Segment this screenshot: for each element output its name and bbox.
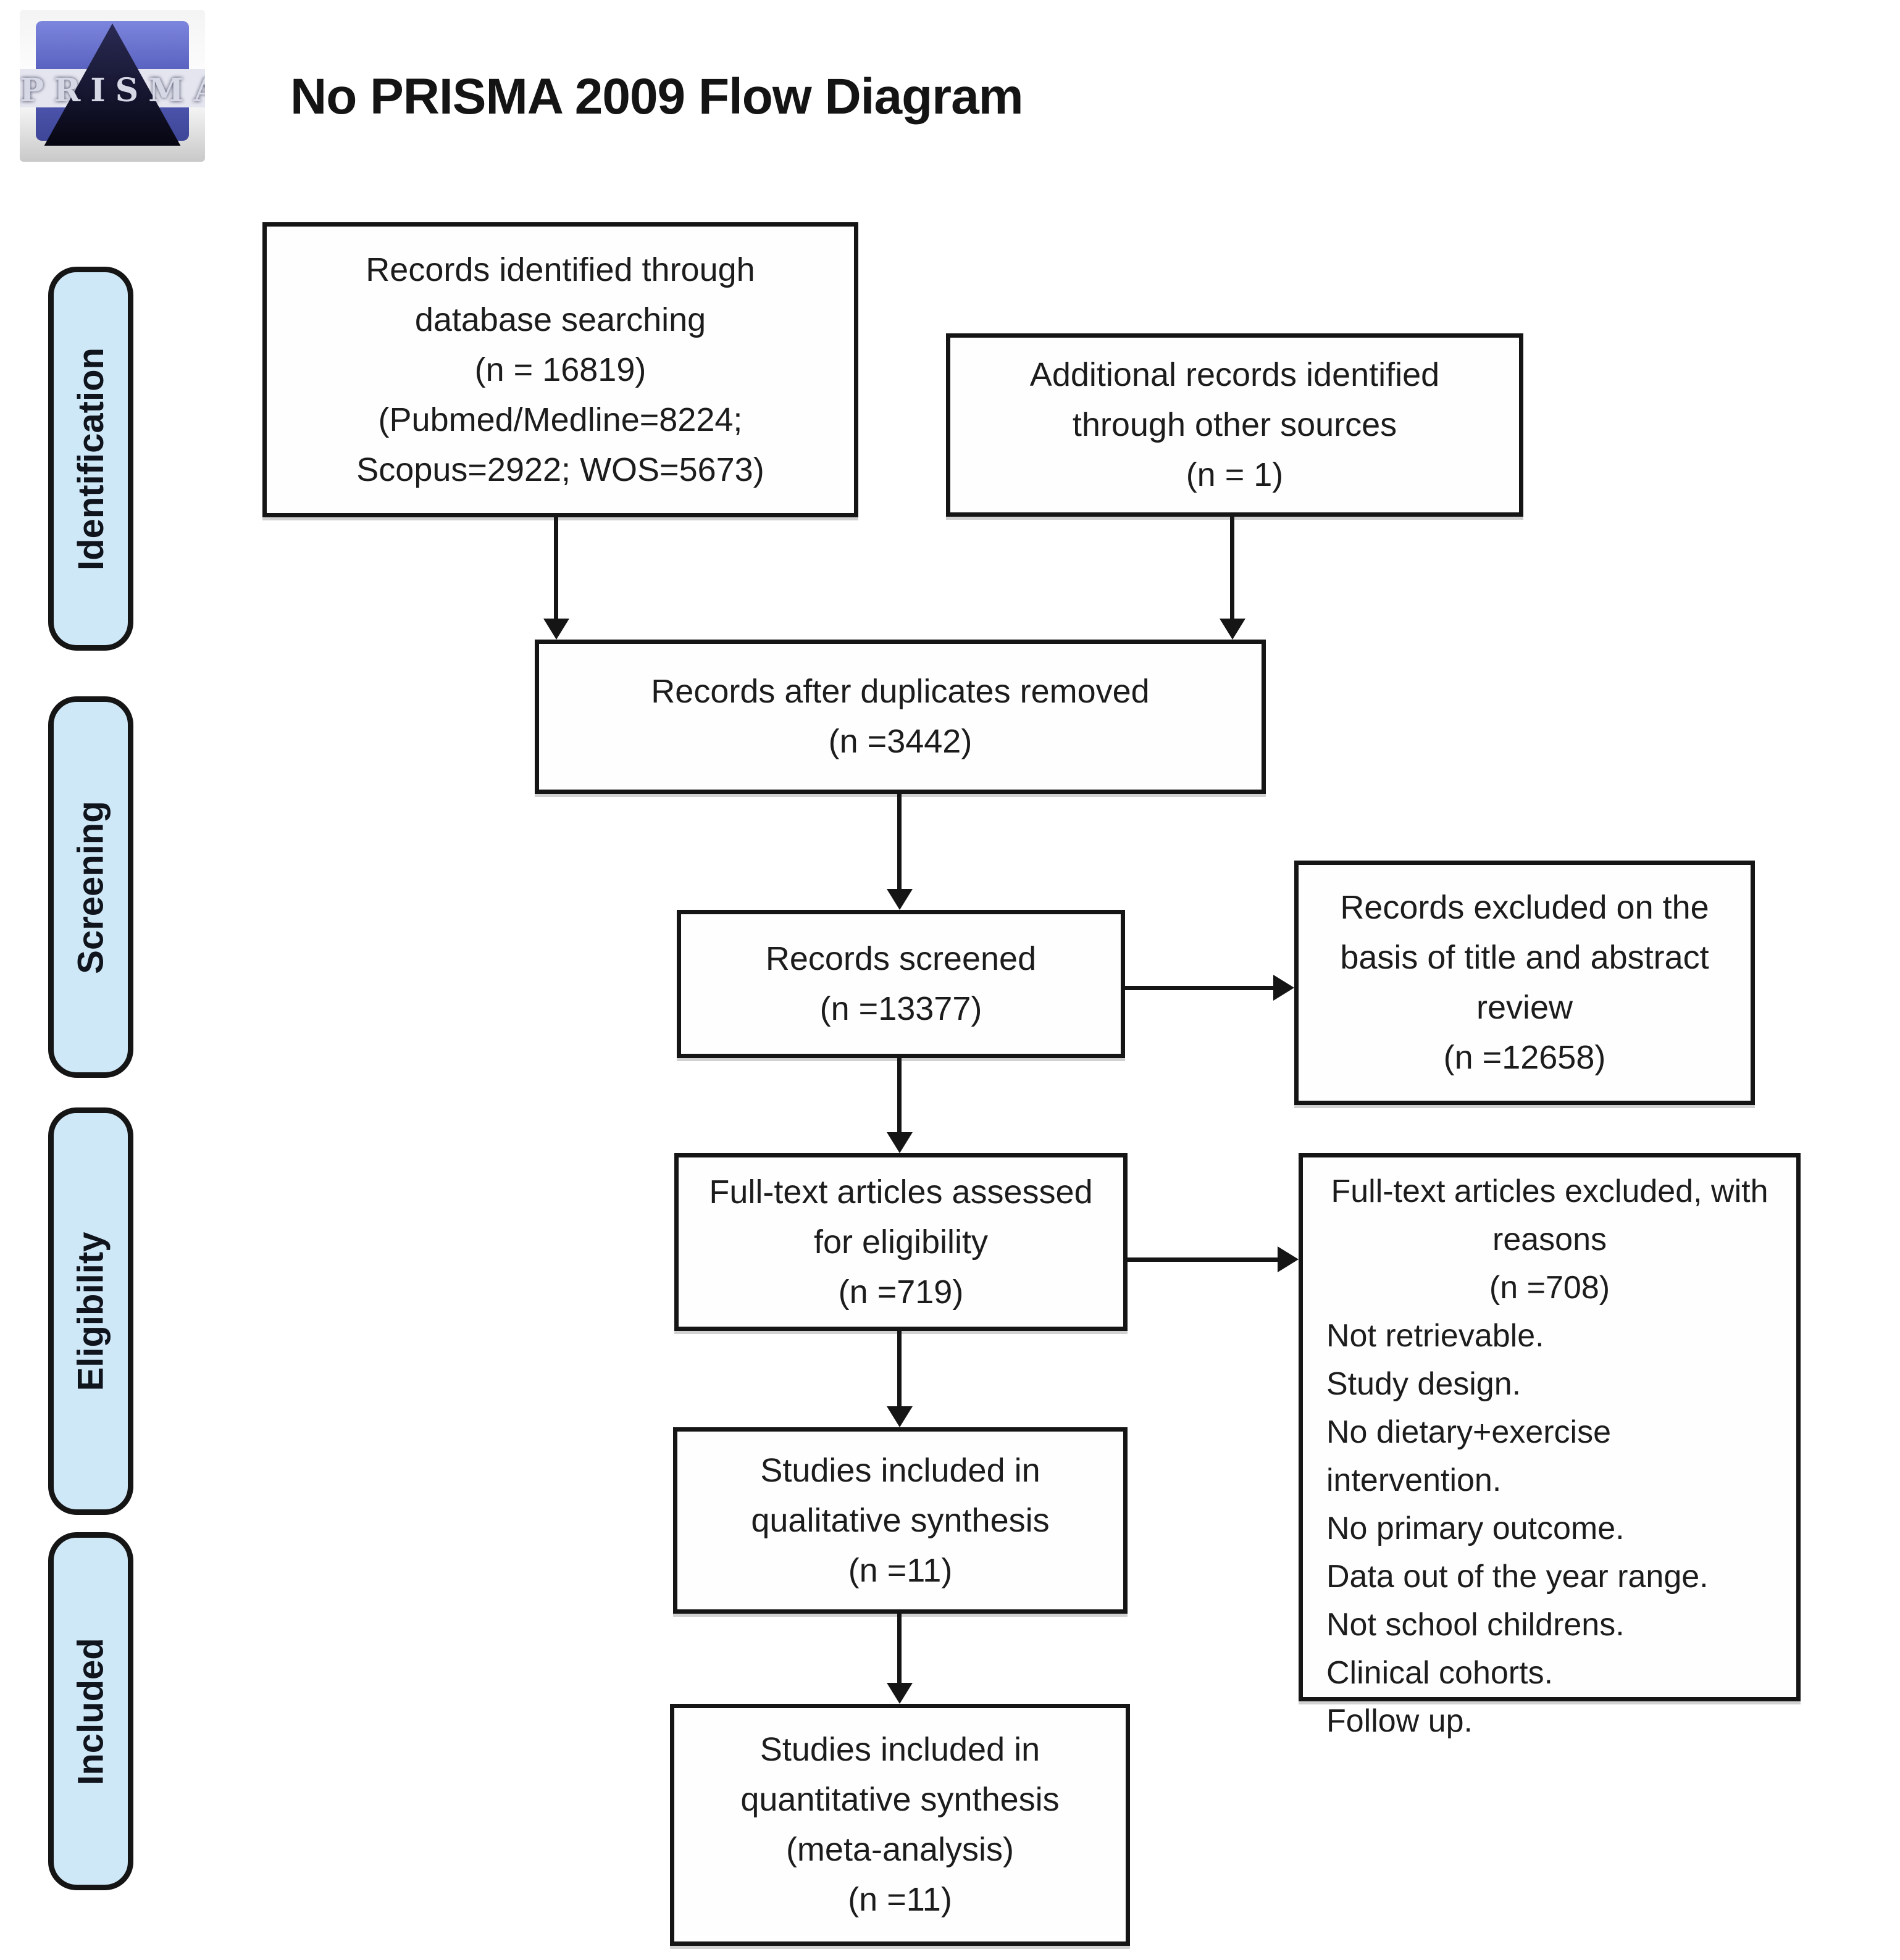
- box-qualitative-synthesis: Studies included in qualitative synthesi…: [673, 1427, 1128, 1614]
- arrow-dedup-to-screened-head-icon: [887, 889, 913, 910]
- stage-identification: Identification: [48, 267, 133, 651]
- arrow-screened-to-fulltext-head-icon: [887, 1132, 913, 1153]
- box-duplicates-removed-text: Records after duplicates removed (n =344…: [651, 673, 1150, 760]
- box-records-identified: Records identified through database sear…: [262, 222, 858, 517]
- arrow-additional-to-dedup-head-icon: [1220, 619, 1245, 640]
- stage-eligibility: Eligibility: [48, 1107, 133, 1515]
- stage-screening-label: Screening: [70, 800, 111, 974]
- arrow-screened-to-excluded-head-icon: [1273, 975, 1294, 1001]
- arrow-additional-to-dedup-line: [1230, 517, 1234, 620]
- arrow-screened-to-fulltext-line: [897, 1058, 902, 1133]
- box-fulltext-excluded-title: Full-text articles excluded, with reason…: [1331, 1174, 1768, 1306]
- page-title: No PRISMA 2009 Flow Diagram: [290, 69, 1024, 125]
- box-fulltext-assessed-text: Full-text articles assessed for eligibil…: [709, 1173, 1093, 1311]
- arrow-identified-to-dedup-head-icon: [543, 619, 569, 640]
- arrow-fulltext-to-qualitative-line: [897, 1331, 902, 1407]
- box-additional-records-text: Additional records identified through ot…: [1029, 356, 1440, 493]
- arrow-screened-to-excluded-line: [1125, 986, 1276, 990]
- arrow-qualitative-to-quantitative-head-icon: [887, 1683, 913, 1704]
- box-duplicates-removed: Records after duplicates removed (n =344…: [535, 640, 1266, 794]
- box-qualitative-synthesis-text: Studies included in qualitative synthesi…: [751, 1451, 1050, 1589]
- prisma-logo-text: PRISMA: [20, 72, 205, 109]
- stage-screening: Screening: [48, 696, 133, 1078]
- box-records-screened-text: Records screened (n =13377): [765, 940, 1037, 1027]
- arrow-identified-to-dedup-line: [554, 517, 558, 620]
- arrow-fulltext-to-excluded-line: [1128, 1257, 1278, 1262]
- arrow-fulltext-to-excluded-head-icon: [1278, 1246, 1299, 1272]
- box-additional-records: Additional records identified through ot…: [946, 333, 1523, 517]
- box-quantitative-synthesis: Studies included in quantitative synthes…: [670, 1704, 1130, 1946]
- box-fulltext-excluded: Full-text articles excluded, with reason…: [1299, 1153, 1801, 1739]
- stage-included: Included: [48, 1532, 133, 1890]
- box-quantitative-synthesis-text: Studies included in quantitative synthes…: [740, 1731, 1060, 1918]
- box-fulltext-excluded-reasons: Not retrievable. Study design. No dietar…: [1326, 1318, 1709, 1739]
- stage-included-label: Included: [70, 1637, 111, 1785]
- arrow-dedup-to-screened-line: [897, 794, 902, 890]
- prisma-logo: PRISMA: [20, 10, 205, 162]
- box-records-excluded: Records excluded on the basis of title a…: [1294, 861, 1755, 1105]
- box-records-screened: Records screened (n =13377): [677, 910, 1125, 1058]
- stage-identification-label: Identification: [70, 347, 111, 570]
- stage-eligibility-label: Eligibility: [70, 1232, 111, 1391]
- arrow-qualitative-to-quantitative-line: [897, 1614, 902, 1684]
- box-fulltext-assessed: Full-text articles assessed for eligibil…: [674, 1153, 1128, 1331]
- box-records-identified-text: Records identified through database sear…: [356, 251, 764, 488]
- box-records-excluded-text: Records excluded on the basis of title a…: [1340, 889, 1709, 1076]
- arrow-fulltext-to-qualitative-head-icon: [887, 1406, 913, 1427]
